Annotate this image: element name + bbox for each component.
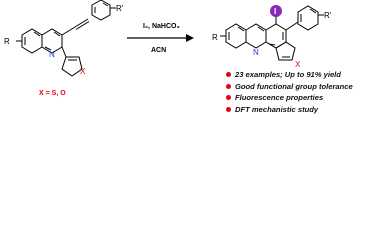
iodine-sphere-icon [270, 5, 282, 17]
product-r-prime-label: R' [324, 11, 332, 20]
start-x-label: X [80, 67, 86, 76]
product-nitrogen-label: N [253, 48, 259, 57]
bullet-dot-icon [226, 83, 231, 89]
start-nitrogen-label: N [49, 50, 55, 59]
product-r-label: R [212, 33, 218, 42]
product-x-label: X [295, 60, 301, 69]
bullet-dot-icon [226, 95, 231, 100]
solvent-below-arrow: ACN [151, 47, 166, 54]
product-iodine-label: I [274, 7, 276, 16]
highlight-text: Fluorescence properties [235, 93, 324, 102]
highlights-list: 23 examples; Up to 91% yield Good functi… [226, 69, 353, 115]
highlight-item: DFT mechanistic study [226, 104, 353, 116]
highlight-text: 23 examples; Up to 91% yield [235, 70, 341, 79]
highlight-item: Fluorescence properties [226, 92, 353, 104]
start-r-label: R [4, 37, 10, 46]
highlight-item: 23 examples; Up to 91% yield [226, 69, 353, 81]
reaction-scheme: R R' N X X = S, O I₂, NaHCO₃ ACN I R [4, 0, 332, 97]
start-r-prime-label: R' [116, 4, 124, 13]
reaction-arrow [127, 34, 194, 42]
product-structure [220, 5, 324, 61]
highlight-text: DFT mechanistic study [235, 104, 319, 114]
x-definition: X = S, O [39, 90, 66, 97]
highlight-item: Good functional group tolerance [226, 81, 353, 93]
starting-material [16, 0, 116, 77]
highlight-text: Good functional group tolerance [235, 81, 353, 91]
reagents-above-arrow: I₂, NaHCO₃ [143, 23, 180, 30]
bullet-dot-icon [226, 106, 231, 112]
bullet-dot-icon [226, 72, 231, 77]
